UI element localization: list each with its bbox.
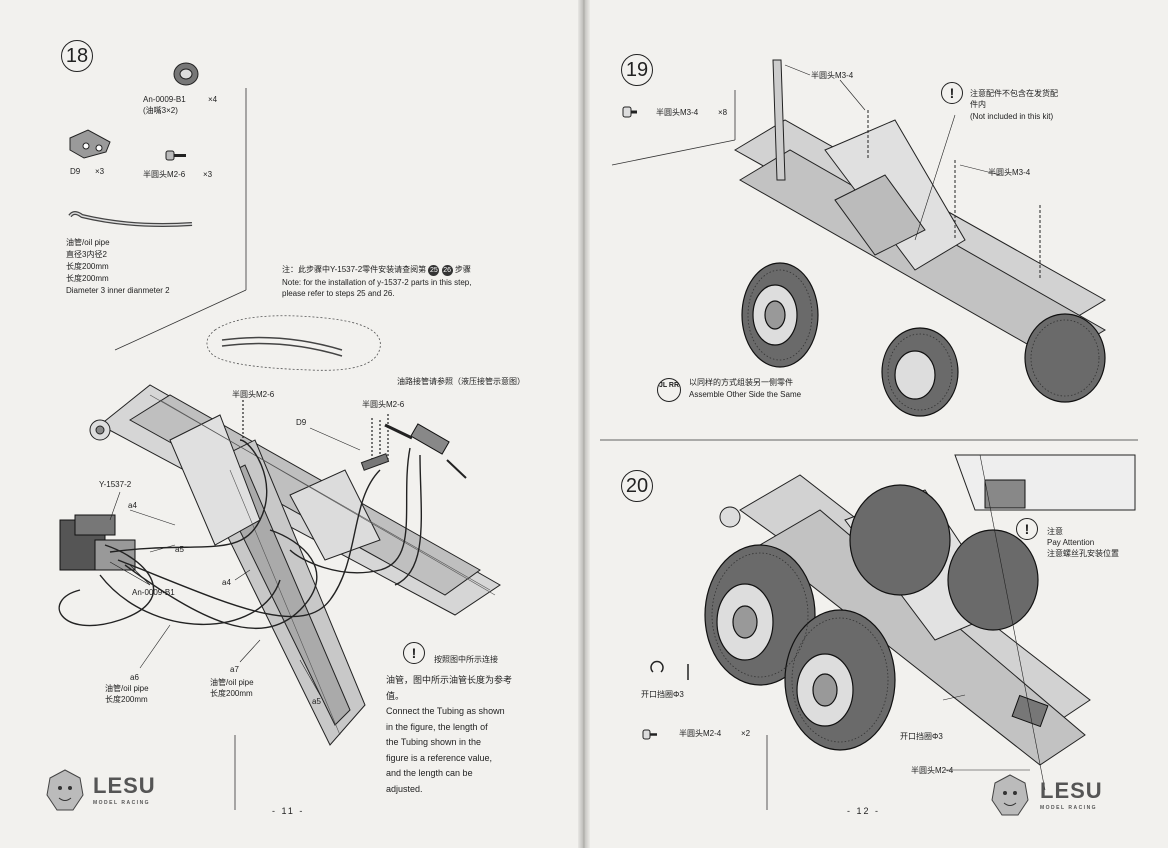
callout-label: Y-1537-2 (99, 480, 132, 489)
pipe-label: 直径3内径2 (66, 250, 107, 259)
brand-logo: LESU (93, 773, 156, 798)
page-number: - 12 - (847, 806, 881, 816)
brand-logo: LESU (1040, 778, 1103, 803)
note-cn: 件内 (970, 100, 986, 109)
step-number: 20 (621, 470, 653, 502)
callout-label: a5 (312, 697, 321, 706)
brand-sub: MODEL RACING (1040, 805, 1098, 811)
attention-cn: 按照图中所示连接 (434, 655, 498, 664)
pipe-label: Diameter 3 inner dianmeter 2 (66, 286, 170, 295)
same-side-en: Assemble Other Side the Same (689, 390, 802, 399)
right-page-drawing (600, 59, 1138, 816)
step-ref: 25 (428, 265, 440, 276)
fitting-icon (173, 62, 199, 86)
note-en: Note: for the installation of y-1537-2 p… (282, 278, 472, 287)
attention-icon: ! (1016, 518, 1038, 540)
assemble-same-icon: JL RR (657, 378, 681, 402)
pipe-label: 长度200mm (66, 274, 109, 283)
callout-label: 半圆头M3-4 (811, 71, 854, 80)
lion-logo (46, 769, 84, 811)
page-right: 19 半圆头M3-4 ×8 半圆头M3-4 ! 注意配件不包含在发货配 件内 (… (585, 0, 1168, 848)
step-ref: 26 (441, 265, 453, 276)
callout-label: An-0009-B1 (132, 588, 175, 597)
attention-icon: ! (403, 642, 425, 664)
same-side-cn: 以同样的方式组装另一侧零件 (689, 378, 793, 387)
pipe-label: 油管/oil pipe (66, 238, 110, 247)
attention-en: Pay Attention (1047, 538, 1095, 547)
part-qty: ×2 (741, 729, 751, 738)
callout-label: 半圆头M2-6 (232, 390, 275, 399)
page-left: 18 An-0009-B1 ×4 (油嘴3×2) D9 ×3 半圆头M2-6 ×… (0, 0, 583, 848)
attention-cn2: 注意螺丝孔安装位置 (1047, 549, 1119, 558)
part-qty: ×8 (718, 108, 728, 117)
left-page-drawing (46, 62, 501, 811)
attention-icon: ! (941, 82, 963, 104)
note-cn: 注意配件不包含在发货配 (970, 89, 1058, 98)
attention-text: 油管，图中所示油管长度为参考 值。 Connect the Tubing as … (386, 675, 513, 794)
callout-label: a4 (128, 501, 137, 510)
pipe-ref-label: 油路接管请参照（液压接管示意图） (397, 377, 525, 386)
callout-label: 长度200mm (210, 689, 253, 698)
step-number: 18 (61, 40, 93, 72)
part-qty: ×3 (203, 170, 213, 179)
callout-label: D9 (296, 418, 307, 427)
callout-label: 油管/oil pipe (210, 678, 254, 687)
part-code: 半圆头M2-6 (143, 170, 186, 179)
note-en: (Not included in this kit) (970, 112, 1054, 121)
callout-label: 半圆头M3-4 (988, 168, 1031, 177)
part-qty: ×4 (208, 95, 218, 104)
part-code: 半圆头M3-4 (656, 108, 699, 117)
callout-label: 半圆头M2-4 (911, 766, 954, 775)
callout-label: a7 (230, 665, 239, 674)
lion-logo (991, 774, 1029, 816)
callout-label: a6 (130, 673, 139, 682)
note-cn: 注：此步骤中Y-1537-2零件安装请查阅第 25 26 步骤 (282, 265, 471, 276)
brand-sub: MODEL RACING (93, 800, 151, 806)
book-gutter (578, 0, 590, 848)
part-code: 半圆头M2-4 (679, 729, 722, 738)
part-qty: ×3 (95, 167, 105, 176)
clip-icon (69, 129, 111, 159)
part-code: 开口挡圈Φ3 (641, 690, 684, 699)
part-code: D9 (70, 167, 81, 176)
callout-label: a4 (222, 578, 231, 587)
callout-label: 油管/oil pipe (105, 684, 149, 693)
attention-cn: 注意 (1047, 527, 1063, 536)
note-en: please refer to steps 25 and 26. (282, 289, 395, 298)
pipe-label: 长度200mm (66, 262, 109, 271)
part-code: An-0009-B1 (143, 95, 186, 104)
page-number: - 11 - (272, 806, 305, 816)
callout-label: 长度200mm (105, 695, 148, 704)
screw-icon (165, 150, 186, 161)
callout-label: 开口挡圈Φ3 (900, 732, 943, 741)
callout-label: a5 (175, 545, 184, 554)
step-number: 19 (621, 54, 653, 86)
part-sub: (油嘴3×2) (143, 106, 178, 115)
callout-label: 半圆头M2-6 (362, 400, 405, 409)
